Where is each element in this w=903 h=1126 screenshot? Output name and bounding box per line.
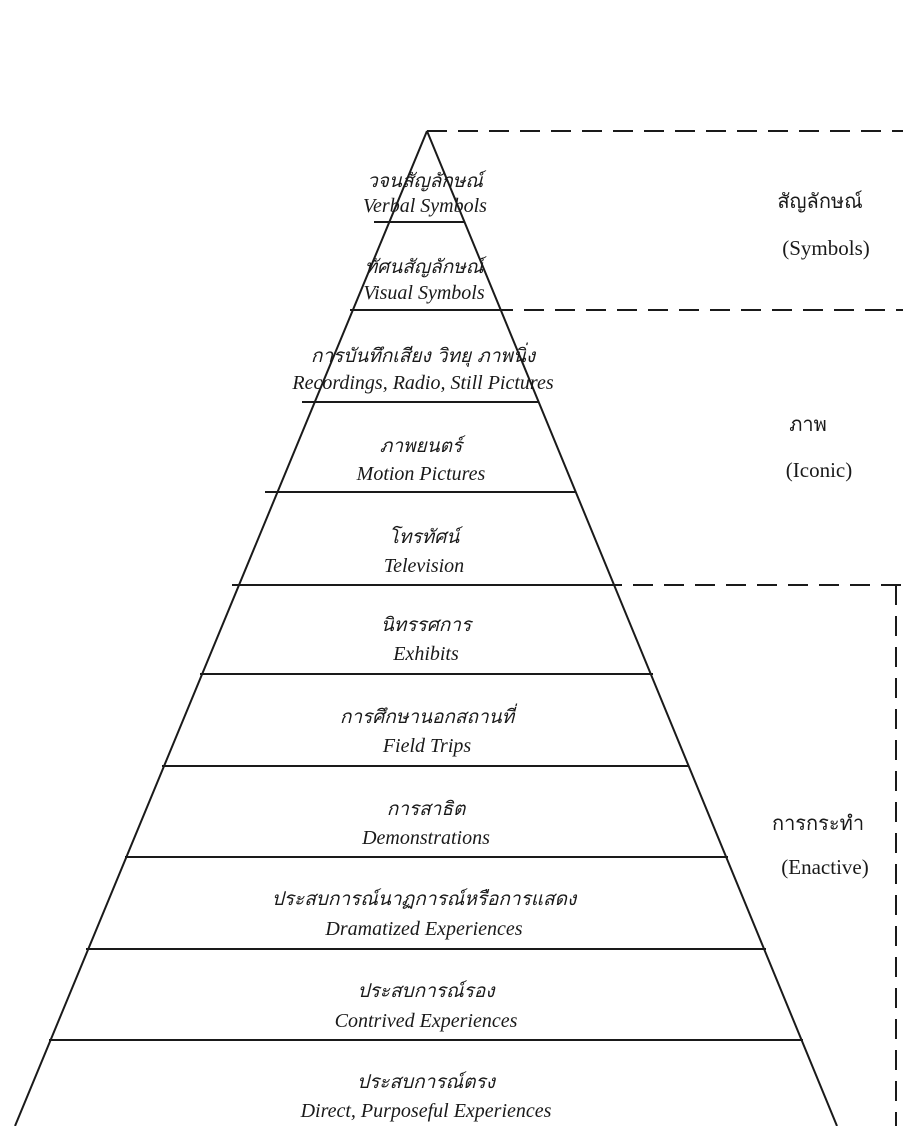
level-7-thai: การศึกษานอกสถานที่: [340, 703, 518, 728]
level-11-thai: ประสบการณ์ตรง: [357, 1071, 497, 1093]
level-5-english: Television: [384, 555, 464, 577]
level-7-english: Field Trips: [382, 735, 472, 757]
pyramid-left-edge: [14, 130, 428, 1126]
pyramid-right-edge: [426, 130, 838, 1126]
level-dividers: [49, 221, 803, 1041]
category-iconic-thai: ภาพ: [789, 412, 827, 436]
level-2-thai: ทัศนสัญลักษณ์: [365, 256, 488, 278]
level-4-thai: ภาพยนตร์: [380, 435, 466, 457]
level-1-english: Verbal Symbols: [363, 195, 487, 217]
level-8-english: Demonstrations: [361, 827, 490, 849]
category-brackets: [427, 130, 903, 1126]
level-9-english: Dramatized Experiences: [324, 918, 522, 940]
level-8-thai: การสาธิต: [387, 798, 467, 820]
level-4-english: Motion Pictures: [356, 463, 486, 485]
level-6-thai: นิทรรศการ: [381, 614, 474, 636]
category-iconic-english: (Iconic): [786, 458, 852, 482]
category-symbols-thai: สัญลักษณ์: [777, 189, 862, 213]
level-5-thai: โทรทัศน์: [389, 525, 464, 548]
category-labels: สัญลักษณ์ (Symbols) ภาพ (Iconic) การกระท…: [772, 189, 870, 879]
level-3-english: Recordings, Radio, Still Pictures: [291, 372, 553, 394]
level-11-english: Direct, Purposeful Experiences: [300, 1100, 552, 1122]
level-9-thai: ประสบการณ์นาฏการณ์หรือการแสดง: [272, 888, 578, 910]
level-1-thai: วจนสัญลักษณ์: [367, 170, 487, 192]
level-6-english: Exhibits: [392, 643, 459, 665]
category-enactive-thai: การกระทำ: [772, 811, 864, 835]
level-10-thai: ประสบการณ์รอง: [357, 980, 496, 1002]
level-2-english: Visual Symbols: [363, 282, 485, 304]
category-symbols-english: (Symbols): [782, 236, 870, 260]
level-10-english: Contrived Experiences: [335, 1010, 518, 1032]
level-labels: วจนสัญลักษณ์ Verbal Symbols ทัศนสัญลักษณ…: [272, 170, 578, 1122]
level-3-thai: การบันทึกเสียง วิทยุ ภาพนิ่ง: [311, 342, 537, 367]
pyramid-outline: [14, 130, 838, 1126]
category-enactive-english: (Enactive): [781, 855, 868, 879]
